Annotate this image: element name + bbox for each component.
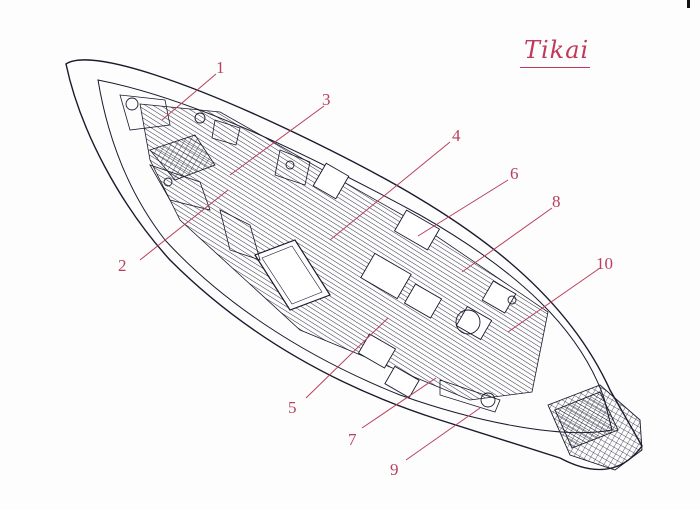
label-1: 1: [216, 58, 225, 77]
label-2: 2: [118, 256, 127, 275]
aft-locker: [384, 365, 420, 399]
port-settee: [219, 209, 261, 261]
fore-bunk: [119, 94, 171, 131]
label-3: 3: [322, 90, 331, 109]
leader-1: [161, 73, 217, 121]
stbd-settee: [274, 149, 311, 186]
leader-10: [507, 267, 601, 333]
label-6: 6: [510, 164, 519, 183]
leader-8: [461, 207, 553, 273]
cabinet: [211, 119, 241, 146]
label-7: 7: [348, 430, 357, 449]
chart-table: [360, 252, 412, 300]
galley-sink: [393, 209, 441, 251]
label-4: 4: [452, 126, 461, 145]
quarter-berth: [439, 379, 501, 413]
leader-3: [229, 105, 325, 176]
leader-4: [329, 141, 451, 241]
binnacle: [480, 392, 496, 408]
corner-mark: [687, 0, 690, 8]
leader-7: [361, 377, 437, 429]
heads-basin: [455, 305, 493, 341]
forepeak-hatch: [149, 134, 216, 181]
cabin-floor: [139, 103, 549, 401]
leader-9: [405, 407, 481, 461]
porthole: [125, 97, 139, 111]
label-8: 8: [552, 192, 561, 211]
leader-5: [305, 317, 389, 399]
label-5: 5: [288, 398, 297, 417]
label-10: 10: [596, 254, 613, 273]
mast-step: [455, 309, 481, 335]
locker: [357, 333, 397, 369]
aft-hatch: [554, 391, 619, 449]
leader-2: [139, 189, 229, 261]
galley-stove: [312, 162, 350, 200]
nav-desk: [403, 283, 443, 319]
label-9: 9: [390, 460, 399, 479]
boat-name: Tikai: [524, 36, 590, 64]
saloon-table: [254, 239, 331, 311]
title-underline: [520, 67, 590, 68]
port-bunk: [149, 164, 211, 211]
leader-6: [417, 179, 509, 237]
